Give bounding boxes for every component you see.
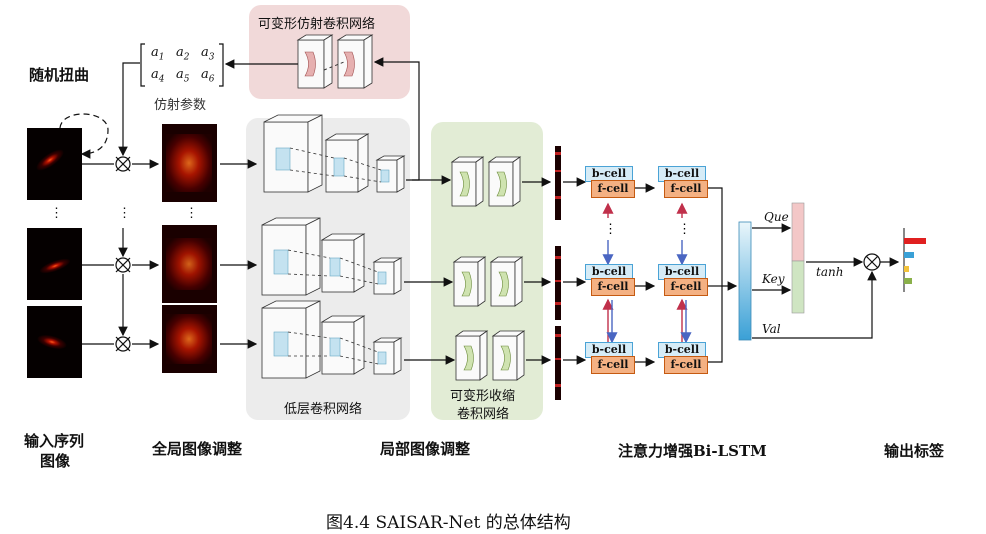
figure-caption: 图4.4 SAISAR-Net 的总体结构 (326, 513, 571, 533)
attention-feature-bar (738, 221, 752, 341)
distortion-dashed-arc (59, 113, 109, 159)
shrink-label-line2: 卷积网络 (457, 407, 510, 422)
adjusted-images (162, 124, 217, 373)
input-seq-label-line1: 输入序列 (24, 432, 85, 450)
matrix-a1: a1 (151, 45, 165, 63)
b-cell: b-cell (658, 166, 706, 182)
f-cell: f-cell (664, 278, 708, 296)
b-cell: b-cell (585, 342, 633, 358)
f-cell: f-cell (664, 356, 708, 374)
kernel-dashed-links (287, 147, 382, 365)
vdots-adjusted: ⋮ (185, 206, 198, 221)
matrix-right-bracket (219, 43, 224, 87)
lstm-vdots: ⋮ (604, 222, 617, 237)
input-images (27, 128, 82, 378)
feature-vectors (555, 146, 561, 400)
f-cell: f-cell (591, 356, 635, 374)
local-adjust-label: 局部图像调整 (380, 440, 471, 458)
b-cell: b-cell (658, 342, 706, 358)
random-distortion-label: 随机扭曲 (29, 66, 90, 84)
shrink-conv-cubes (450, 156, 526, 381)
key-bar (791, 260, 805, 314)
que-bar (791, 202, 805, 262)
val-label: Val (762, 322, 781, 336)
input-seq-label-line2: 图像 (40, 452, 71, 470)
f-cell: f-cell (664, 180, 708, 198)
vdots-multiply: ⋮ (118, 206, 131, 221)
matrix-a3: a3 (201, 45, 215, 63)
output-label-bars (903, 228, 926, 292)
key-label: Key (762, 272, 785, 286)
output-label-label: 输出标签 (884, 442, 945, 460)
matrix-a6: a6 (201, 67, 215, 85)
matrix-a5: a5 (176, 67, 190, 85)
f-cell: f-cell (591, 278, 635, 296)
lstm-vdots: ⋮ (678, 222, 691, 237)
matrix-a4: a4 (151, 67, 165, 85)
low-level-label: 低层卷积网络 (284, 402, 363, 417)
deformable-affine-label: 可变形仿射卷积网络 (258, 17, 376, 32)
matrix-left-bracket (140, 43, 145, 87)
f-cell: f-cell (591, 180, 635, 198)
shrink-label-line1: 可变形收缩 (450, 389, 516, 404)
que-label: Que (764, 210, 789, 224)
vdots-input: ⋮ (50, 206, 63, 221)
affine-params-label: 仿射参数 (154, 98, 207, 113)
tanh-label: tanh (816, 265, 844, 279)
matrix-a2: a2 (176, 45, 190, 63)
attention-bilstm-label: 注意力增强Bi-LSTM (618, 442, 767, 460)
global-adjust-label: 全局图像调整 (152, 440, 243, 458)
kernel-patches (273, 147, 390, 365)
